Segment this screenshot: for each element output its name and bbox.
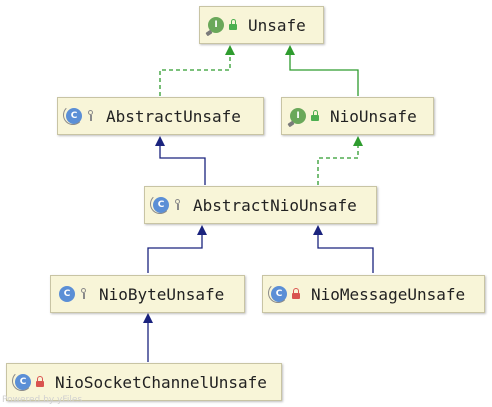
edge-abstract-nio-unsafe-to-nio-unsafe [317,145,359,185]
node-abstract-unsafe[interactable]: C AbstractUnsafe [57,97,264,135]
arrowhead-abstract-unsafe [155,136,165,146]
node-nio-message-unsafe[interactable]: C NioMessageUnsafe [262,275,485,313]
node-label: AbstractUnsafe [106,106,241,126]
arrowhead-nio-byte-unsafe [143,313,153,323]
interface-icon: I [287,108,306,128]
class-icon: C [12,371,32,391]
node-label: NioUnsafe [330,106,417,126]
node-nio-socket-channel-unsafe[interactable]: C NioSocketChannelUnsafe [6,363,282,401]
private-visibility-icon [35,376,45,388]
arrowhead-unsafe-right [285,45,295,55]
node-unsafe[interactable]: I Unsafe [199,6,324,44]
class-icon: C [59,286,75,302]
edge-abstract-unsafe-to-unsafe [159,54,231,96]
edge-nio-message-unsafe-to-abstract-nio-unsafe [317,234,374,273]
node-label: Unsafe [248,15,306,35]
node-label: NioMessageUnsafe [311,284,466,304]
arrowhead-nio-unsafe [353,136,363,146]
interface-icon: I [205,17,224,37]
edge-abstract-nio-unsafe-to-abstract-unsafe [159,145,206,185]
class-icon: C [268,283,288,303]
edge-nio-unsafe-to-unsafe [289,54,359,96]
public-visibility-icon [228,19,238,31]
node-label: AbstractNioUnsafe [193,195,357,215]
node-label: NioByteUnsafe [99,284,225,304]
node-abstract-nio-unsafe[interactable]: C AbstractNioUnsafe [144,186,377,224]
node-nio-unsafe[interactable]: I NioUnsafe [281,97,434,135]
node-nio-byte-unsafe[interactable]: C NioByteUnsafe [50,275,245,313]
protected-visibility-icon [79,288,89,300]
protected-visibility-icon [86,110,96,122]
public-visibility-icon [310,110,320,122]
arrowhead-abstract-nio-unsafe-right [313,225,323,235]
arrowhead-unsafe-left [225,45,235,55]
protected-visibility-icon [173,199,183,211]
abstract-class-icon: C [63,105,83,125]
abstract-class-icon: C [150,194,170,214]
edge-nio-byte-unsafe-to-abstract-nio-unsafe [147,234,203,273]
node-label: NioSocketChannelUnsafe [55,372,267,392]
private-visibility-icon [291,288,301,300]
yfiles-watermark: Powered by yFiles [2,395,83,405]
arrowhead-abstract-nio-unsafe-left [197,225,207,235]
